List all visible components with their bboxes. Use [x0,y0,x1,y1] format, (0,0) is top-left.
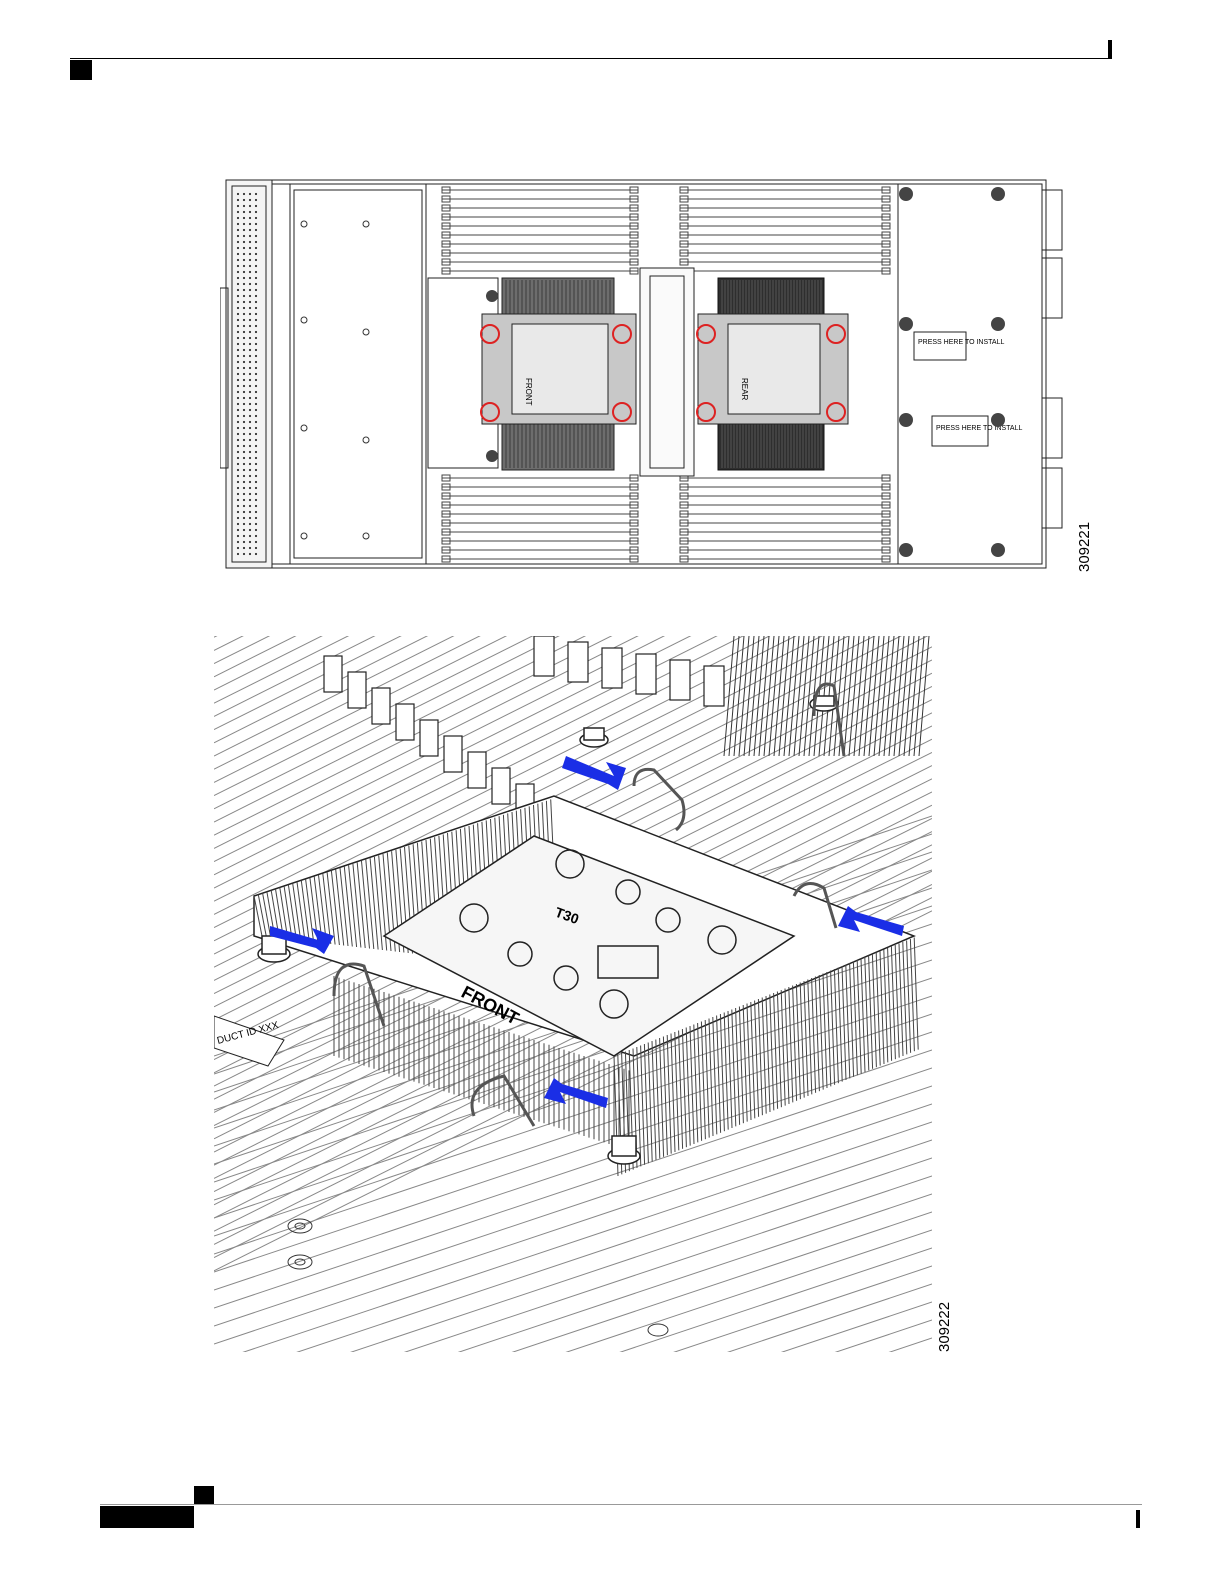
server-top-view-illustration: FRONT REAR PRESS HERE TO INSTALL PRESS H… [220,168,1080,578]
header-rule [70,58,1112,59]
rear-label-2: REAR [740,378,749,400]
press-here-label-2: PRESS HERE TO INSTALL [936,425,1022,432]
footer-tick [1136,1510,1140,1528]
footer-tab [100,1506,194,1528]
figure-1-id: 309221 [1076,522,1093,572]
footer-rule [100,1504,1142,1505]
header-marker [70,60,92,80]
header-tick [1108,40,1112,58]
press-here-label-1: PRESS HERE TO INSTALL [918,339,1004,346]
heatsink-isometric-illustration: T30 FRONT DUCT ID XXX [214,636,932,1352]
footer-marker [194,1486,214,1504]
front-label-1: FRONT [524,378,533,406]
figure-2-id: 309222 [936,1302,953,1352]
